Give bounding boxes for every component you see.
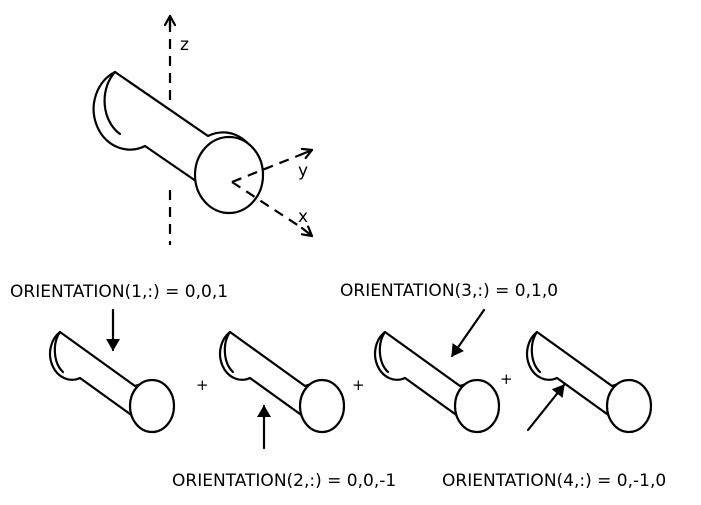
y-axis-arrow <box>298 150 314 155</box>
small-cylinder-3 <box>373 330 501 434</box>
orientation-2-label: ORIENTATION(2,:) = 0,0,-1 <box>172 471 396 491</box>
x-axis-arrow <box>302 228 314 238</box>
plus-operator-2: + <box>352 376 365 394</box>
y-axis-label: y <box>298 161 308 181</box>
orientation-1-label: ORIENTATION(1,:) = 0,0,1 <box>10 282 228 302</box>
x-axis-label: x <box>298 207 308 227</box>
plus-operator-3: + <box>500 370 513 388</box>
main-cylinder-back-cap <box>103 70 122 136</box>
main-cylinder-group: z y x <box>92 14 314 245</box>
orientation-4-arrow <box>526 383 566 432</box>
orientation-3-arrow <box>450 308 486 358</box>
small-cylinder-4 <box>525 330 653 434</box>
x-axis <box>231 181 303 229</box>
main-cylinder-end <box>193 135 265 215</box>
plus-operator-1: + <box>196 376 209 394</box>
y-axis <box>231 153 301 184</box>
orientation-4-label: ORIENTATION(4,:) = 0,-1,0 <box>442 471 666 491</box>
small-cylinder-1 <box>48 330 176 434</box>
small-cylinder-2 <box>218 330 346 434</box>
z-axis-label: z <box>180 35 189 55</box>
orientation-3-label: ORIENTATION(3,:) = 0,1,0 <box>340 281 558 301</box>
